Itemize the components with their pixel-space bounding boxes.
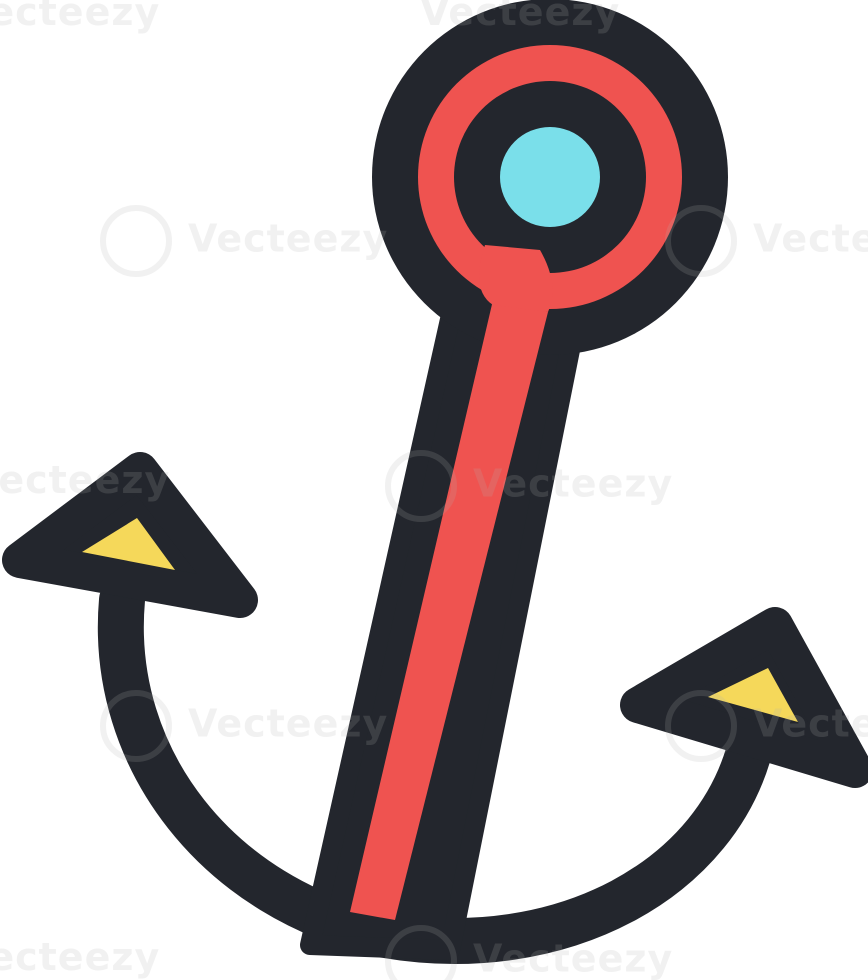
anchor-right-fluke-highlight [708, 668, 798, 722]
anchor-shank-stripe [350, 300, 548, 920]
anchor-eye-center [500, 127, 600, 227]
anchor-left-fluke-highlight [82, 518, 175, 570]
